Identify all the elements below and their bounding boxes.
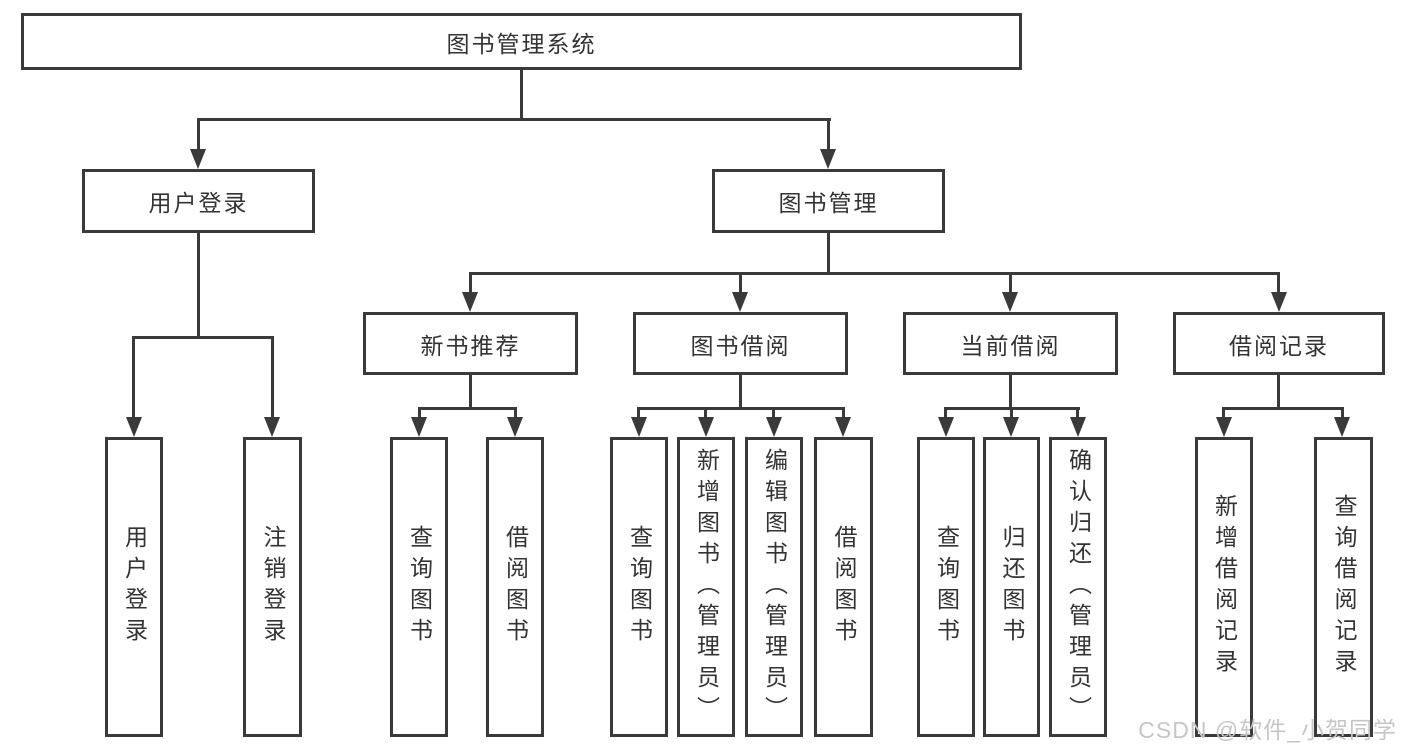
connector-bookmgmt-arm-1 bbox=[469, 272, 472, 294]
leaf-query-borrow-record: 查询借阅记录 bbox=[1314, 437, 1373, 737]
arrowhead-borrow-books-1 bbox=[507, 417, 523, 437]
connector-records-arm-1 bbox=[1222, 407, 1225, 419]
arrowhead-query-books-2 bbox=[631, 417, 647, 437]
connector-records-stem bbox=[1277, 375, 1280, 407]
leaf-add-borrow-record: 新增借阅记录 bbox=[1195, 437, 1253, 737]
connector-bookmgmt-arm-2 bbox=[739, 272, 742, 294]
node-book-management: 图书管理 bbox=[712, 169, 945, 233]
connector-bookmgmt-stem bbox=[827, 233, 830, 272]
arrowhead-user-login bbox=[190, 149, 206, 169]
connector-currentborrow-stem bbox=[1009, 375, 1012, 407]
connector-userlogin-bar bbox=[133, 336, 274, 339]
arrowhead-borrow-records bbox=[1271, 292, 1287, 312]
arrowhead-query-books-3 bbox=[938, 417, 954, 437]
arrowhead-return-book bbox=[1003, 417, 1019, 437]
node-borrow-records: 借阅记录 bbox=[1173, 312, 1385, 375]
connector-root-arm-right bbox=[827, 118, 830, 152]
arrowhead-new-book-recommend bbox=[462, 292, 478, 312]
connector-userlogin-arm-2 bbox=[271, 336, 274, 419]
node-user-login: 用户登录 bbox=[82, 169, 315, 233]
arrowhead-query-borrow-record bbox=[1334, 417, 1350, 437]
arrowhead-current-borrow bbox=[1002, 292, 1018, 312]
arrowhead-query-books-1 bbox=[411, 417, 427, 437]
arrowhead-add-book-admin bbox=[698, 417, 714, 437]
node-book-borrow: 图书借阅 bbox=[633, 312, 848, 375]
leaf-query-books-1: 查询图书 bbox=[390, 437, 448, 737]
leaf-logout: 注销登录 bbox=[243, 437, 302, 737]
connector-records-bar bbox=[1223, 407, 1344, 410]
connector-root-arm-left bbox=[197, 118, 200, 152]
connector-currentborrow-arm-2 bbox=[1010, 407, 1013, 419]
connector-currentborrow-arm-3 bbox=[1076, 407, 1079, 419]
arrowhead-book-borrow bbox=[732, 292, 748, 312]
arrowhead-confirm-return-admin bbox=[1070, 417, 1086, 437]
arrowhead-borrow-books-2 bbox=[835, 417, 851, 437]
connector-currentborrow-arm-1 bbox=[944, 407, 947, 419]
connector-newbook-arm-1 bbox=[418, 407, 421, 419]
arrowhead-leaf-user-login bbox=[126, 417, 142, 437]
leaf-borrow-books-2: 借阅图书 bbox=[814, 437, 873, 737]
connector-bookborrow-stem bbox=[739, 375, 742, 407]
connector-bookborrow-bar bbox=[638, 407, 844, 410]
connector-root-bar bbox=[197, 118, 831, 121]
leaf-edit-book-admin: 编辑图书（管理员） bbox=[745, 437, 803, 737]
connector-bookborrow-arm-4 bbox=[842, 407, 845, 419]
leaf-borrow-books-1: 借阅图书 bbox=[486, 437, 544, 737]
connector-root-stem bbox=[520, 70, 523, 118]
connector-bookborrow-arm-1 bbox=[637, 407, 640, 419]
node-current-borrow: 当前借阅 bbox=[903, 312, 1118, 375]
connector-userlogin-stem bbox=[197, 233, 200, 336]
connector-bookmgmt-arm-3 bbox=[1009, 272, 1012, 294]
connector-bookmgmt-bar bbox=[469, 272, 1280, 275]
connector-bookborrow-arm-2 bbox=[704, 407, 707, 419]
connector-newbook-arm-2 bbox=[514, 407, 517, 419]
arrowhead-leaf-logout bbox=[264, 417, 280, 437]
leaf-query-books-2: 查询图书 bbox=[610, 437, 668, 737]
leaf-return-book: 归还图书 bbox=[983, 437, 1040, 737]
connector-newbook-bar bbox=[418, 407, 517, 410]
connector-bookmgmt-arm-4 bbox=[1277, 272, 1280, 294]
leaf-user-login: 用户登录 bbox=[105, 437, 163, 737]
node-root: 图书管理系统 bbox=[21, 13, 1022, 70]
connector-bookborrow-arm-3 bbox=[772, 407, 775, 419]
arrowhead-edit-book-admin bbox=[766, 417, 782, 437]
connector-userlogin-arm-1 bbox=[132, 336, 135, 419]
connector-newbook-stem bbox=[469, 375, 472, 407]
node-new-book-recommend: 新书推荐 bbox=[363, 312, 578, 375]
leaf-add-book-admin: 新增图书（管理员） bbox=[677, 437, 735, 737]
arrowhead-add-borrow-record bbox=[1216, 417, 1232, 437]
leaf-confirm-return-admin: 确认归还（管理员） bbox=[1049, 437, 1107, 737]
leaf-query-books-3: 查询图书 bbox=[917, 437, 975, 737]
arrowhead-book-management bbox=[820, 149, 836, 169]
watermark: CSDN @软件_小贺同学 bbox=[1138, 717, 1397, 743]
connector-records-arm-2 bbox=[1341, 407, 1344, 419]
